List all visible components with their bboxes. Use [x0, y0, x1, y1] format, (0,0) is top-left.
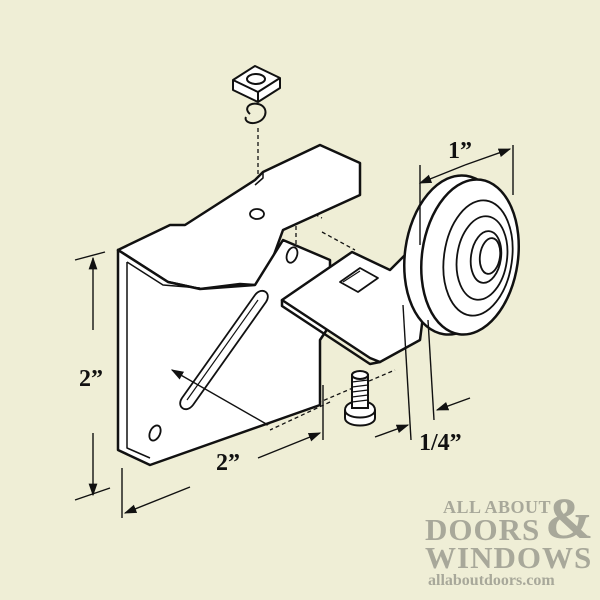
carriage-bolt-icon: [344, 370, 376, 427]
brand-line-doors: DOORS: [425, 512, 541, 547]
roller-bracket: [280, 250, 427, 366]
brand-line-windows: WINDOWS: [425, 540, 593, 575]
brand-url: allaboutdoors.com: [428, 572, 555, 589]
brand-line-all-about: ALL ABOUT: [443, 497, 552, 517]
width-dimension-label: 2”: [216, 450, 240, 476]
brand-ampersand: &: [545, 486, 594, 551]
dimension-lines: [74, 145, 514, 518]
brand-watermark: ALL ABOUT DOORS WINDOWS allaboutdoors.co…: [425, 490, 593, 590]
roller-wheel-icon: [403, 174, 521, 336]
lock-washer-icon: [244, 102, 267, 125]
square-nut-icon: [232, 65, 281, 103]
height-dimension-label: 2”: [79, 366, 103, 392]
wheel-diameter-label: 1”: [448, 138, 472, 164]
mounting-bracket: [116, 143, 362, 467]
wheel-thickness-label: 1/4”: [419, 430, 462, 456]
